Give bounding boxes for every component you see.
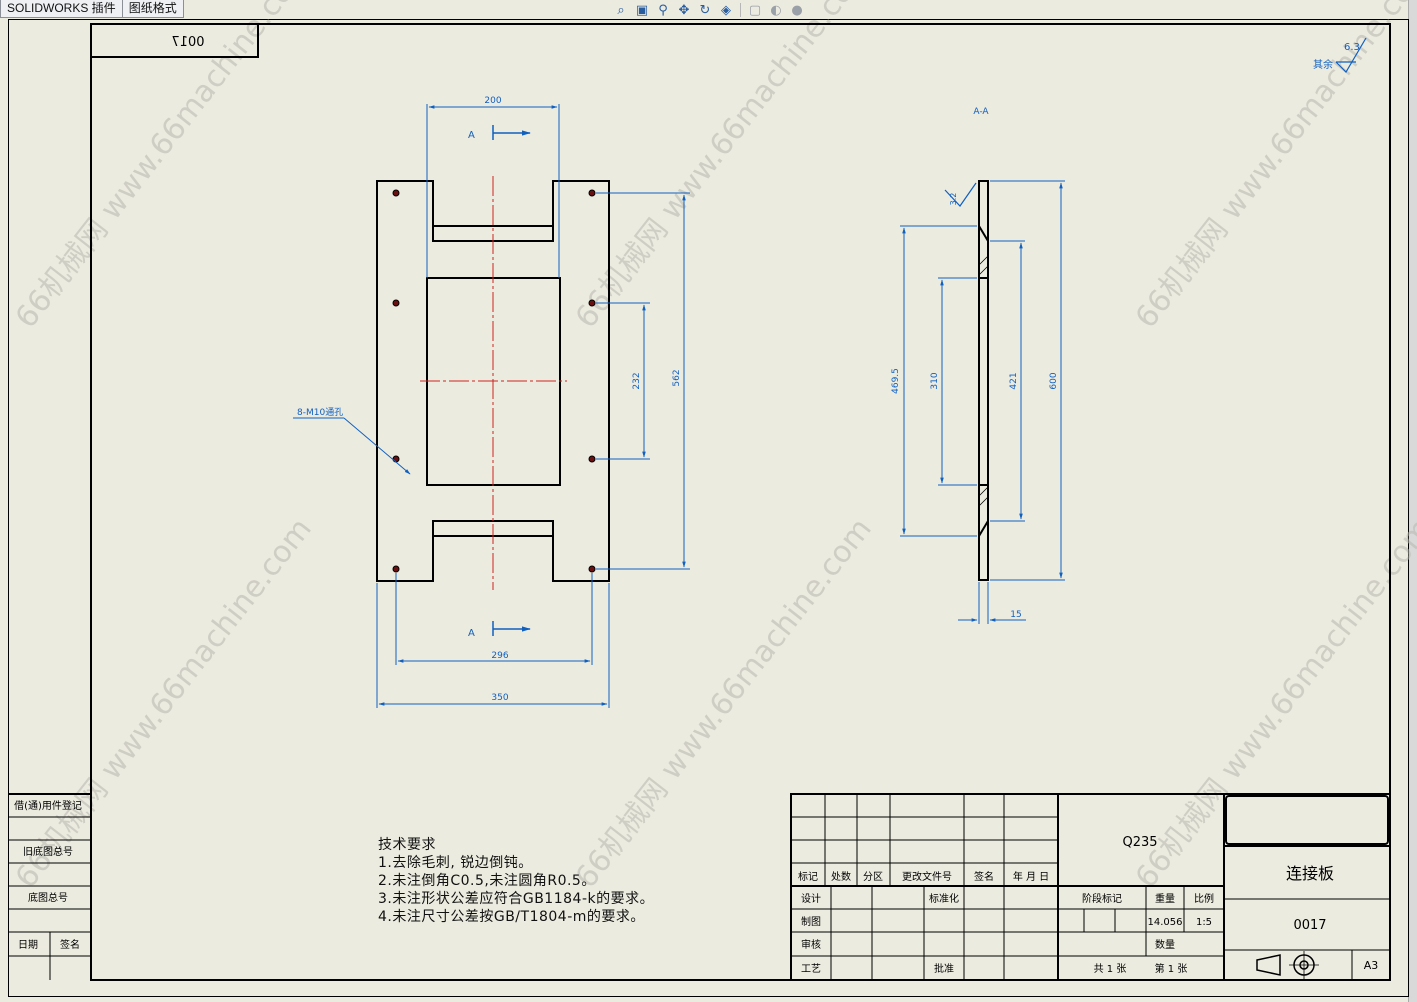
roughness-symbol: 6.3 其余: [1313, 37, 1367, 73]
note-line: 4.未注尺寸公差按GB/T1804-m的要求。: [378, 909, 645, 925]
note-line: 2.未注倒角C0.5,未注圆角R0.5。: [378, 873, 596, 889]
notes-title: 技术要求: [378, 837, 436, 853]
dim-side-421: 421: [1009, 372, 1019, 389]
mounting-holes: [392, 189, 596, 573]
stage-mark: 阶段标记: [1082, 892, 1122, 905]
left-table: [8, 793, 91, 980]
title-block: [790, 793, 1391, 981]
dim-side-469: 469.5: [891, 368, 901, 394]
section-arrows: A A: [468, 125, 531, 639]
watermark-text: 66机械网 www.66machine.com: [1129, 512, 1417, 895]
zoom-fit-icon[interactable]: ⌕: [617, 2, 625, 18]
left-table-row: 旧底图总号: [23, 845, 73, 858]
material-field: Q235: [1122, 835, 1157, 850]
watermark-group: 66机械网 www.66machine.com 66机械网 www.66mach…: [9, 0, 1417, 895]
toolbar-separator: [740, 3, 741, 17]
rev-header: 分区: [863, 871, 883, 883]
side-roughness-value: 3.2: [949, 193, 958, 206]
left-table-row: 日期: [18, 939, 38, 951]
roughness-other: 其余: [1313, 58, 1333, 71]
paper-size: A3: [1364, 959, 1379, 972]
note-line: 1.去除毛刺, 锐边倒钝。: [378, 855, 533, 871]
rev-header: 年 月 日: [1013, 870, 1049, 883]
section-dimensions: [900, 180, 1065, 624]
rev-header: 签名: [974, 870, 994, 883]
dim-hole-span: 562: [672, 369, 682, 386]
part-name: 连接板: [1286, 864, 1334, 883]
ratio-label: 比例: [1194, 892, 1214, 905]
code-box: [90, 23, 259, 58]
rotate-icon[interactable]: ↻: [699, 2, 711, 18]
zoom-area-icon[interactable]: ▣: [635, 2, 649, 18]
dim-hole-pitch: 296: [491, 651, 508, 661]
row-approve: 批准: [934, 962, 954, 975]
sheets-total: 共 1 张: [1094, 963, 1127, 975]
weight-label: 重量: [1155, 892, 1175, 905]
dim-overall-width: 350: [491, 693, 508, 703]
row-draw: 制图: [801, 915, 821, 928]
rev-header: 更改文件号: [902, 870, 952, 883]
dim-side-600: 600: [1049, 372, 1059, 389]
center-lines: [420, 176, 567, 590]
hole-callout: 8-M10通孔: [297, 407, 343, 418]
left-table-row: 签名: [60, 938, 80, 951]
row-check: 审核: [801, 938, 821, 951]
dim-thickness: 15: [1010, 610, 1021, 620]
tab-solidworks-addins[interactable]: SOLIDWORKS 插件: [0, 0, 123, 18]
left-table-row: 底图总号: [28, 891, 68, 904]
section-hatch: [978, 255, 989, 507]
rev-header: 处数: [831, 870, 851, 883]
projection-symbol-icon: [1256, 951, 1319, 979]
sheet-number: 第 1 张: [1155, 962, 1188, 975]
drawing-sheet: [8, 19, 1409, 997]
row-design: 设计: [801, 892, 821, 905]
rev-header: 标记: [798, 871, 818, 883]
view-orientation-icon[interactable]: ▢: [748, 2, 762, 18]
section-view: [978, 180, 989, 581]
section-arrow-top: A: [468, 130, 475, 141]
note-line: 3.未注形状公差应符合GB1184-k的要求。: [378, 891, 655, 907]
pan-icon[interactable]: ✥: [678, 2, 690, 18]
dim-side-310: 310: [930, 372, 940, 389]
quantity-label: 数量: [1155, 938, 1175, 951]
watermark-text: 66机械网 www.66machine.com: [9, 512, 319, 895]
mirrored-code: 0017: [171, 35, 204, 50]
side-roughness: 3.2: [944, 182, 977, 207]
document-tabs: SOLIDWORKS 插件 图纸格式: [0, 0, 184, 18]
row-standard: 标准化: [929, 892, 959, 905]
appearance-icon[interactable]: ●: [791, 2, 803, 18]
roughness-value: 6.3: [1344, 42, 1360, 53]
watermark-text: 66机械网 www.66machine.com: [1129, 0, 1417, 335]
display-style-icon[interactable]: ◈: [721, 2, 731, 18]
view-toolbar: ⌕ ▣ ⚲ ✥ ↻ ◈ ▢ ◐ ●: [612, 0, 806, 20]
section-view-label: A-A: [973, 107, 989, 117]
row-process: 工艺: [801, 963, 821, 975]
technical-notes: 技术要求 1.去除毛刺, 锐边倒钝。 2.未注倒角C0.5,未注圆角R0.5。 …: [378, 836, 654, 926]
tab-sheet-format[interactable]: 图纸格式: [122, 0, 184, 18]
dim-middle-gap: 232: [632, 372, 642, 389]
drawing-number: 0017: [1293, 918, 1326, 933]
dim-top-width: 200: [484, 96, 501, 106]
ratio-value: 1:5: [1196, 917, 1212, 928]
front-dimensions: [293, 104, 690, 708]
weight-value: 14.056: [1148, 917, 1183, 928]
watermark-text: 66机械网 www.66machine.com: [569, 0, 879, 335]
left-table-row: 借(通)用件登记: [14, 799, 82, 812]
section-arrow-bottom: A: [468, 628, 475, 639]
drawing-frame: [90, 23, 1391, 981]
hide-show-icon[interactable]: ◐: [770, 2, 782, 18]
zoom-in-out-icon[interactable]: ⚲: [658, 2, 668, 18]
watermark-text: 66机械网 www.66machine.com: [9, 0, 319, 335]
